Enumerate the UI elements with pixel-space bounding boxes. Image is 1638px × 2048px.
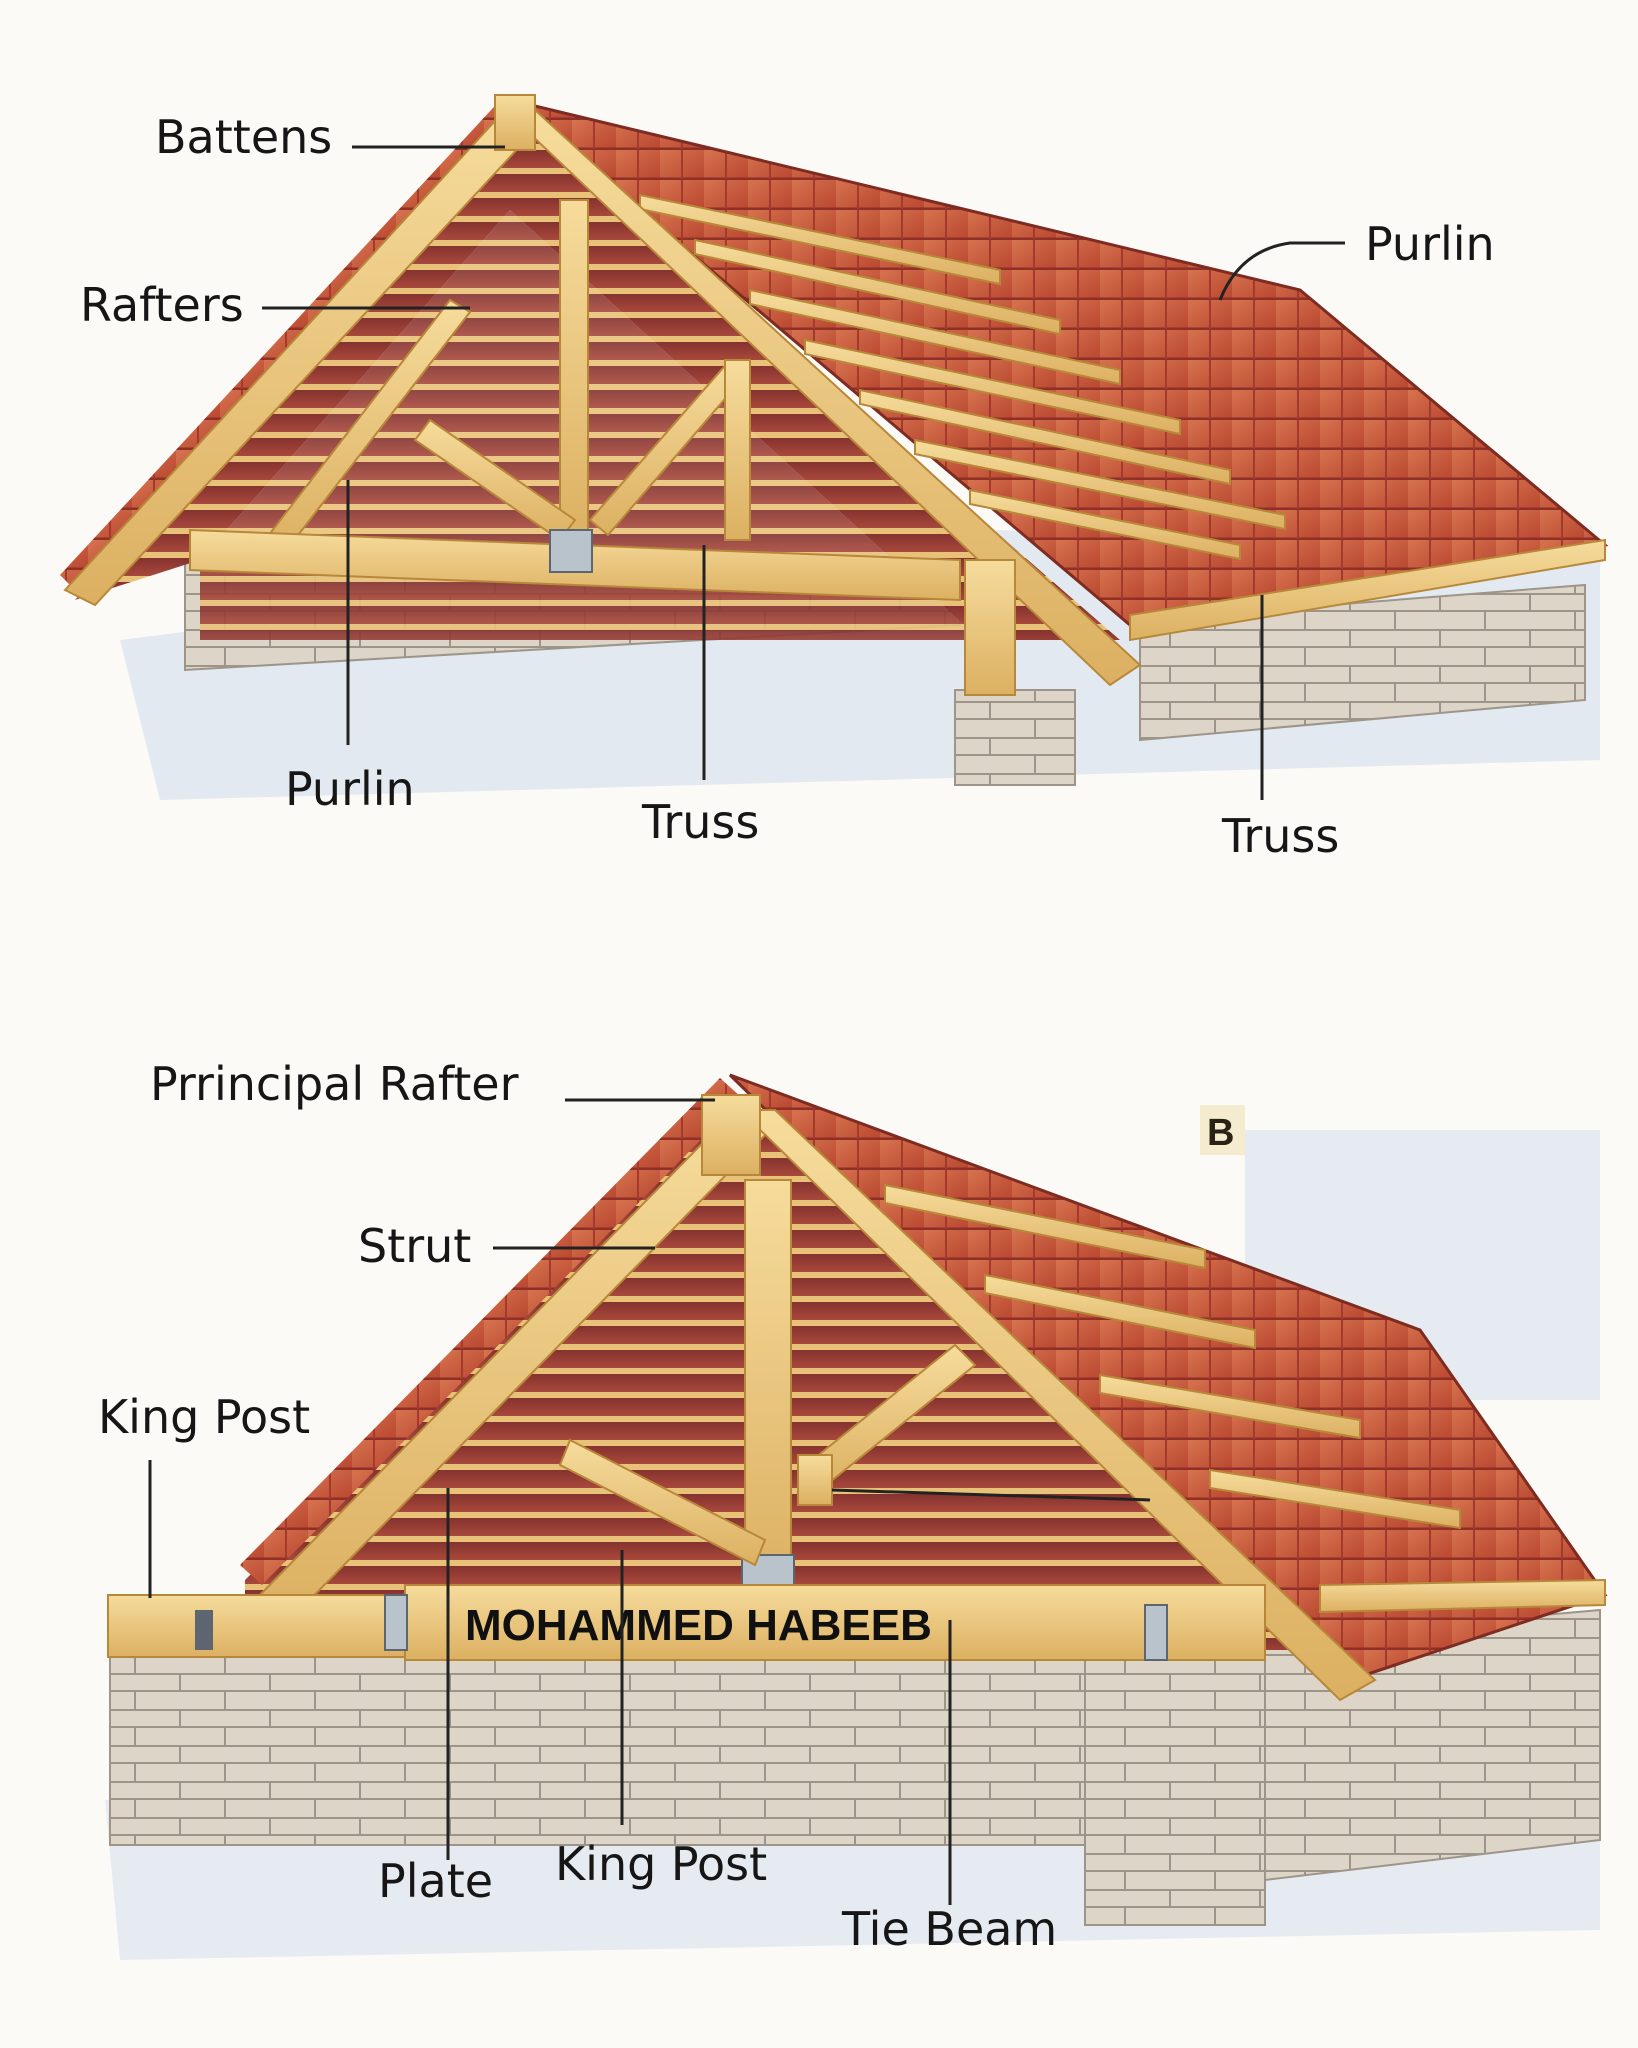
leaders-b (148, 1098, 1151, 1905)
label-tie-beam: Tie Beam (841, 1902, 1057, 1956)
principal-rafter-right-b (737, 1109, 1377, 1702)
label-truss-right: Truss (1221, 809, 1339, 863)
gable-tile-edge-b (240, 1078, 742, 1585)
leaders-a (262, 145, 1345, 800)
ridge-block-b (701, 1094, 761, 1176)
label-truss-center: Truss (641, 795, 759, 849)
marker-badge (1200, 1105, 1245, 1155)
label-battens: Battens (155, 110, 332, 164)
purlins-b (884, 1183, 1461, 1530)
diagram-a: Battens Rafters Purlin Purlin Truss Trus… (60, 94, 1609, 863)
support-post-a (964, 559, 1016, 696)
strut-left-b (558, 1438, 767, 1567)
king-post-a (559, 199, 589, 541)
masonry-pier (954, 689, 1076, 786)
masonry-base-b (109, 1654, 1091, 1846)
label-strut: Strut (358, 1219, 471, 1273)
tie-beam-b (404, 1584, 1266, 1661)
label-principal-rafter: Prrincipal Rafter (150, 1057, 519, 1111)
wall-plate-b (107, 1594, 409, 1658)
masonry-wall-side (1139, 583, 1586, 742)
steel-plate-a (549, 529, 593, 573)
battens-a (639, 193, 1286, 561)
tie-beam-bracket-right-b (1144, 1604, 1168, 1661)
roof-underside-a (75, 110, 1120, 640)
strut-block-b (797, 1454, 833, 1506)
eaves-fascia-b (1319, 1578, 1606, 1614)
tie-beam-bracket-left-b (384, 1594, 408, 1651)
ridge-block-a (494, 94, 536, 151)
masonry-pier-b (1084, 1659, 1266, 1926)
label-purlin-right: Purlin (1365, 217, 1495, 271)
plate-bracket-b (195, 1610, 213, 1650)
marker-b: B (1207, 1112, 1234, 1154)
eaves-fascia-a (1129, 538, 1606, 642)
label-rafters: Rafters (80, 278, 244, 332)
label-king-post-bottom: King Post (555, 1837, 767, 1891)
beam-inscription: MOHAMMED HABEEB (465, 1601, 932, 1650)
label-purlin-bottom: Purlin (285, 762, 415, 816)
diagram-b: MOHAMMED HABEEB B Prrincipal Rafter Stru… (98, 1057, 1608, 1960)
label-plate: Plate (378, 1854, 493, 1908)
queen-post-a (724, 359, 751, 541)
label-king-post-left: King Post (98, 1390, 310, 1444)
gable-interior-a (200, 210, 980, 640)
king-post-b (744, 1179, 792, 1591)
